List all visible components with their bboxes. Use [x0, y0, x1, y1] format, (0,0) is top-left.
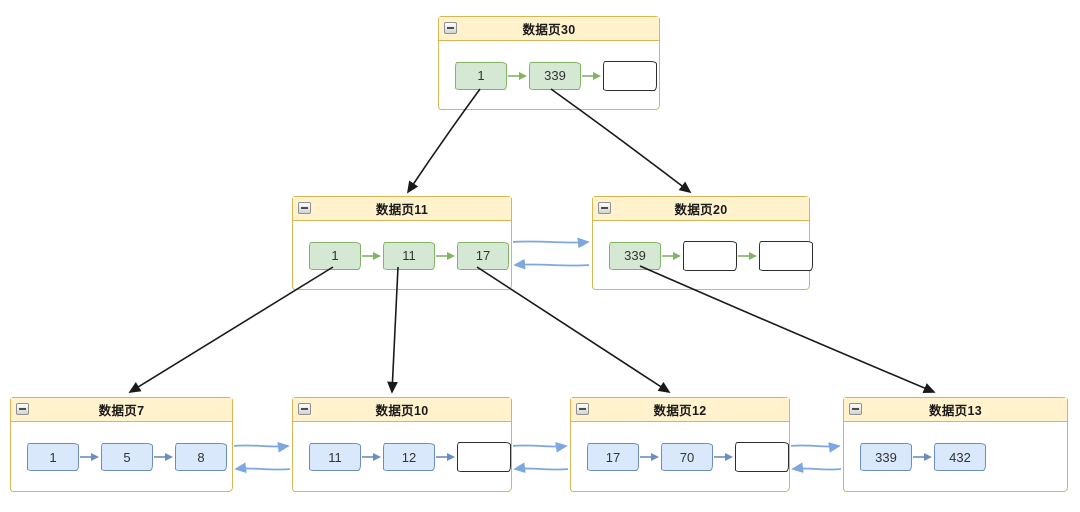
cell-arrow-icon	[362, 453, 381, 461]
collapse-minus-icon[interactable]	[849, 403, 862, 415]
sibling-link-20to11-prev	[513, 258, 590, 270]
page-body: 339 432	[844, 422, 1067, 492]
minus-glyph	[301, 408, 308, 410]
sibling-link-12to10-prev	[513, 462, 569, 474]
page-title: 数据页10	[375, 404, 429, 418]
data-page-30: 数据页30 1 339	[438, 16, 660, 110]
page-title: 数据页13	[929, 404, 982, 418]
sibling-link-12to13-next	[790, 442, 841, 453]
record-cell: 8	[175, 443, 227, 471]
record-cell: 12	[383, 443, 435, 471]
page-body: 1 11 17	[293, 221, 511, 290]
cell-arrow-icon	[362, 251, 381, 260]
cell-arrow-icon	[738, 251, 757, 260]
cell-arrow-icon	[913, 453, 932, 461]
page-body: 17 70	[571, 422, 789, 492]
record-cell-empty	[759, 240, 813, 271]
collapse-minus-icon[interactable]	[444, 22, 457, 34]
data-page-11: 数据页11 1 11 17	[292, 196, 512, 290]
page-body: 339	[593, 221, 813, 290]
record-cell: 70	[661, 443, 713, 471]
record-cell: 1	[27, 443, 79, 471]
record-cell: 339	[529, 61, 581, 90]
data-page-10: 数据页10 11 12	[292, 397, 512, 492]
data-page-12: 数据页12 17 70	[570, 397, 790, 492]
sibling-link-10to12-next	[512, 441, 568, 453]
data-page-7: 数据页7 1 5 8	[10, 397, 233, 492]
page-title: 数据页11	[375, 203, 429, 217]
minus-glyph	[852, 408, 859, 410]
record-cell: 339	[860, 443, 912, 471]
record-cell: 11	[309, 443, 361, 471]
record-cell: 17	[587, 443, 639, 471]
record-cell: 17	[457, 241, 509, 270]
minus-glyph	[579, 408, 586, 410]
page-body: 1 339	[439, 41, 659, 110]
cell-arrow-icon	[714, 453, 733, 461]
page-header: 数据页20	[593, 197, 809, 221]
sibling-link-10to7-prev	[234, 462, 291, 474]
page-title: 数据页20	[674, 203, 728, 217]
collapse-minus-icon[interactable]	[298, 202, 311, 214]
minus-glyph	[447, 27, 454, 29]
page-header: 数据页12	[571, 398, 789, 422]
data-page-20: 数据页20 339	[592, 196, 813, 290]
collapse-minus-icon[interactable]	[598, 202, 611, 214]
record-cell: 11	[383, 241, 435, 270]
page-header: 数据页7	[11, 398, 232, 422]
record-cell-empty	[735, 442, 789, 472]
data-page-13: 数据页13 339 432	[843, 397, 1068, 492]
record-cell: 1	[455, 61, 507, 90]
collapse-minus-icon[interactable]	[576, 403, 589, 415]
page-header: 数据页11	[293, 197, 511, 221]
sibling-link-7to10-next	[233, 441, 290, 453]
record-cell: 5	[101, 443, 153, 471]
sibling-link-11to20-next	[512, 237, 590, 249]
page-header: 数据页10	[293, 398, 511, 422]
page-body: 11 12	[293, 422, 511, 492]
cell-arrow-icon	[436, 453, 455, 461]
record-cell: 339	[609, 241, 661, 270]
record-cell: 1	[309, 241, 361, 270]
cell-arrow-icon	[80, 453, 99, 461]
record-cell: 432	[934, 443, 986, 471]
collapse-minus-icon[interactable]	[16, 403, 29, 415]
record-cell-empty	[603, 60, 657, 91]
page-title: 数据页7	[98, 404, 145, 418]
cell-arrow-icon	[154, 453, 173, 461]
minus-glyph	[301, 207, 308, 209]
collapse-minus-icon[interactable]	[298, 403, 311, 415]
cell-arrow-icon	[582, 71, 601, 80]
record-cell-empty	[683, 240, 737, 271]
sibling-link-13to12-prev	[791, 462, 842, 473]
cell-arrow-icon	[436, 251, 455, 260]
page-title: 数据页12	[653, 404, 707, 418]
cell-arrow-icon	[640, 453, 659, 461]
cell-arrow-icon	[662, 251, 681, 260]
cell-arrow-icon	[508, 71, 527, 80]
page-body: 1 5 8	[11, 422, 232, 492]
page-header: 数据页30	[439, 17, 659, 41]
page-title: 数据页30	[522, 23, 576, 37]
record-cell-empty	[457, 442, 511, 472]
minus-glyph	[19, 408, 26, 410]
page-header: 数据页13	[844, 398, 1067, 422]
minus-glyph	[601, 207, 608, 209]
